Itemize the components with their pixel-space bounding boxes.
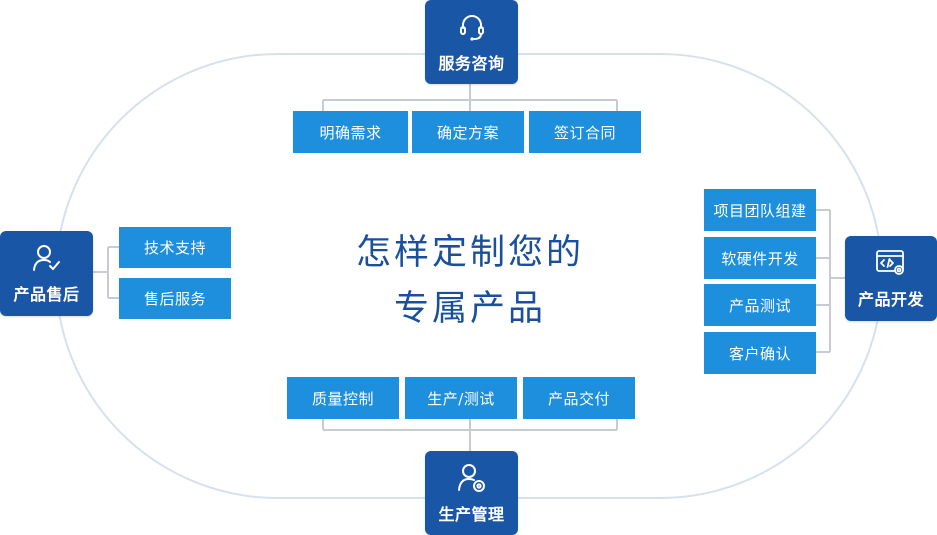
step-quality-control[interactable]: 质量控制 (287, 377, 399, 419)
right-connectors (816, 209, 845, 353)
top-connectors (322, 84, 618, 111)
center-title-line1: 怎样定制您的 (355, 233, 584, 273)
step-clarify-requirements[interactable]: 明确需求 (293, 111, 408, 153)
step-confirm-plan[interactable]: 确定方案 (412, 111, 524, 153)
hub-production-management[interactable]: 生产管理 (425, 451, 518, 535)
hub-product-development[interactable]: 产品开发 (845, 236, 937, 321)
code-gear-icon (845, 246, 937, 280)
hub-label: 产品开发 (857, 290, 924, 309)
step-customer-confirmation[interactable]: 客户确认 (704, 332, 816, 374)
step-software-hardware-dev[interactable]: 软硬件开发 (704, 237, 816, 279)
headset-icon (425, 10, 518, 44)
step-build-project-team[interactable]: 项目团队组建 (704, 189, 816, 231)
step-product-testing[interactable]: 产品测试 (704, 284, 816, 326)
step-production-testing[interactable]: 生产/测试 (405, 377, 517, 419)
center-title-line2: 专属产品 (393, 289, 546, 329)
hub-after-sales[interactable]: 产品售后 (0, 231, 93, 316)
hub-label: 服务咨询 (438, 54, 505, 73)
user-check-icon (0, 241, 93, 275)
bottom-connectors (322, 418, 618, 452)
step-technical-support[interactable]: 技术支持 (119, 227, 231, 268)
hub-service-consulting[interactable]: 服务咨询 (425, 0, 518, 84)
hub-label: 生产管理 (438, 505, 505, 524)
step-product-delivery[interactable]: 产品交付 (523, 377, 635, 419)
left-connectors (93, 246, 119, 299)
user-gear-icon (425, 461, 518, 495)
step-after-sales-service[interactable]: 售后服务 (119, 278, 231, 319)
hub-label: 产品售后 (13, 285, 80, 304)
step-sign-contract[interactable]: 签订合同 (529, 111, 641, 153)
